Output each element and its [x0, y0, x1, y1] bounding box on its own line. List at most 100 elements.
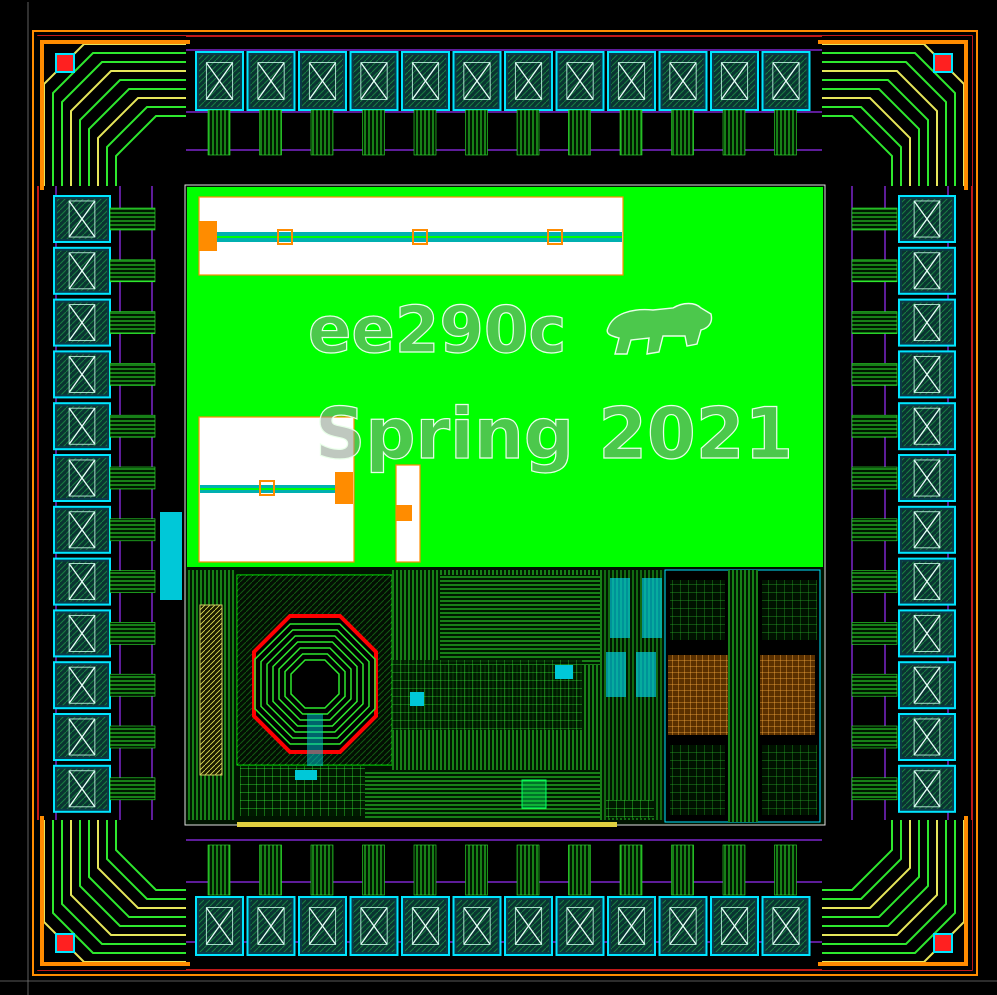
io-pad-left — [53, 505, 111, 554]
pad-driver — [619, 109, 643, 156]
die-label-line2: Spring 2021 — [315, 393, 793, 475]
io-pad-left — [53, 298, 111, 347]
corner-cell-top-right — [818, 36, 972, 190]
io-pad-left — [53, 557, 111, 606]
pad-driver — [109, 466, 156, 490]
pad-driver — [851, 725, 898, 749]
core-power-rail — [237, 822, 617, 827]
io-pad-top — [555, 51, 605, 111]
analog-block-1 — [198, 196, 624, 276]
pad-driver — [851, 363, 898, 386]
io-pad-top — [504, 51, 553, 111]
pad-driver — [109, 414, 156, 438]
io-pad-right — [898, 195, 956, 243]
io-pad-left — [53, 713, 111, 761]
io-pad-bottom — [298, 896, 347, 956]
io-pad-right — [898, 454, 956, 502]
pad-driver — [851, 259, 898, 283]
corner-cell-bottom-left — [36, 816, 190, 970]
io-pad-top — [246, 51, 296, 111]
io-pad-right — [898, 246, 956, 295]
pad-driver — [851, 673, 898, 697]
left-core-strip — [160, 512, 235, 820]
io-pad-bottom — [710, 896, 759, 956]
digital-routing — [240, 570, 602, 820]
pad-driver — [851, 207, 898, 231]
io-pad-bottom — [401, 896, 450, 956]
io-pad-right — [898, 402, 956, 451]
io-pad-right — [898, 557, 956, 606]
pad-driver — [568, 844, 591, 896]
inductor-turns — [254, 623, 376, 774]
io-pad-right — [898, 764, 956, 813]
corner-cells — [36, 36, 972, 970]
pad-driver — [207, 844, 231, 896]
pad-driver — [109, 622, 156, 645]
io-pad-bottom — [504, 896, 553, 956]
pad-driver — [109, 518, 156, 542]
io-pad-right — [898, 713, 956, 761]
pad-driver — [568, 109, 591, 156]
pad-driver — [774, 844, 797, 896]
pad-driver — [851, 518, 898, 542]
io-pad-bottom — [349, 896, 399, 956]
io-pad-left — [53, 661, 111, 710]
pad-driver — [207, 109, 231, 156]
io-pad-bottom — [452, 896, 502, 956]
pad-driver — [109, 311, 156, 334]
io-pad-top — [607, 51, 656, 111]
pad-driver — [671, 844, 694, 896]
io-pad-top — [452, 51, 502, 111]
io-pad-top — [349, 51, 399, 111]
pad-driver — [109, 363, 156, 386]
pad-driver — [109, 725, 156, 749]
io-pad-left — [53, 454, 111, 502]
bear-icon — [606, 302, 713, 355]
pad-driver — [413, 844, 437, 896]
io-pad-left — [53, 350, 111, 399]
io-pad-left — [53, 195, 111, 243]
pad-driver — [362, 109, 385, 156]
pad-driver — [310, 844, 334, 896]
io-pad-left — [53, 609, 111, 658]
io-pad-top — [298, 51, 347, 111]
pad-driver — [851, 622, 898, 645]
pad-driver — [109, 259, 156, 283]
pad-driver — [109, 777, 156, 801]
io-pad-right — [898, 298, 956, 347]
corner-cell-bottom-right — [818, 816, 972, 970]
pad-driver — [465, 109, 488, 156]
io-pad-bottom — [555, 896, 605, 956]
io-pad-left — [53, 246, 111, 295]
pad-driver — [413, 109, 437, 156]
pad-driver — [259, 109, 282, 156]
pad-driver — [516, 844, 540, 896]
inductor-region — [236, 574, 393, 774]
seal-ring — [32, 30, 978, 976]
pad-driver — [109, 673, 156, 697]
io-pad-right — [898, 505, 956, 554]
pad-driver — [109, 207, 156, 231]
pad-driver — [362, 844, 385, 896]
pad-driver — [516, 109, 540, 156]
io-pad-top — [658, 51, 708, 111]
corner-cell-top-left — [36, 36, 190, 190]
pad-driver — [465, 844, 488, 896]
io-pad-ring — [53, 51, 956, 956]
io-pad-bottom — [761, 896, 811, 956]
pad-driver — [851, 466, 898, 490]
io-pad-left — [53, 764, 111, 813]
rf-frontend-blocks — [600, 569, 821, 823]
io-pad-bottom — [658, 896, 708, 956]
pad-driver — [851, 311, 898, 334]
die-label-line1: ee290c — [308, 294, 566, 368]
pad-driver — [774, 109, 797, 156]
io-pad-top — [710, 51, 759, 111]
io-pad-right — [898, 350, 956, 399]
io-pad-top — [195, 51, 244, 111]
io-pad-right — [898, 661, 956, 710]
io-pad-bottom — [246, 896, 296, 956]
pad-driver — [851, 777, 898, 801]
pad-driver — [851, 570, 898, 593]
